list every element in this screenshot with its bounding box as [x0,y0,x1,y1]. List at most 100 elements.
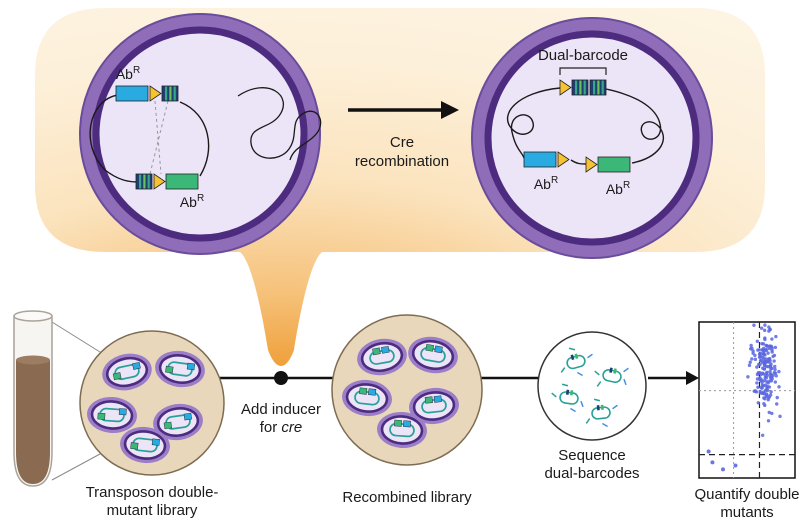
sequencing-read-dash [596,381,602,387]
mini-plasmid [421,398,447,414]
scatter-reference-lines [699,322,795,478]
scatter-point [761,384,766,388]
mini-plasmid [354,390,380,406]
scatter-outlier-point [733,463,738,468]
dish2-cells [342,336,459,449]
plasmid-loop [605,88,665,164]
cre-label-line1: Cre [390,134,414,151]
green-marker [393,419,402,427]
sequencing-read-dash [551,392,557,398]
scatter-point [772,353,777,358]
blue-marker [118,408,127,416]
blue-marker [151,438,160,446]
sequencing-read-dash [602,422,608,428]
scatter-point [774,374,778,378]
scatter-point [758,376,762,380]
scatter-point [748,347,753,351]
scatter-point [763,336,767,340]
blue-marker [434,345,443,354]
scatter-point [762,379,767,383]
scatter-point [777,385,781,389]
plasmid-loop [179,101,210,177]
barcode-plasmid [559,389,579,405]
green-marker [165,365,174,374]
sequencing-read-dash [570,407,576,413]
scatter-point [758,363,762,367]
plasmid-loop [89,94,139,183]
scatter-point [767,395,772,399]
scatter-point [761,366,765,370]
scatter-point [767,357,772,362]
blue-marker [381,345,390,354]
scatter-points [706,323,782,472]
scatter-point [756,401,760,405]
scatter-point [769,390,773,394]
step1-label-line1: Transposon double- [86,484,219,501]
scatter-point [764,394,768,399]
scatter-point [755,365,759,369]
step1-label-line2: mutant library [107,502,198,519]
scatter-point [753,357,758,362]
scatter-point [762,348,766,353]
abr-label: AbR [534,175,558,192]
scatter-point [773,367,777,372]
abr-label: AbR [116,65,140,82]
step3-label-line1: Sequence [558,447,626,464]
sequencing-read-dash [593,398,601,402]
sequence-circle-outline [537,331,647,441]
sequencing-read-dash [623,367,629,373]
green-marker [165,173,199,190]
scatter-point [770,350,774,354]
step4-label-line1: Quantify double [694,486,799,503]
dish-transposon-library [79,330,225,476]
scatter-point [762,396,766,400]
scatter-point [751,351,755,355]
scatter-point [764,357,768,361]
dual-barcode-bracket [559,67,607,75]
mini-plasmid [369,349,395,365]
mini-cell [377,411,427,449]
scatter-point [766,351,770,355]
recombination-dashed-line [154,100,162,175]
scatter-point [765,388,770,393]
final-arrow [648,371,699,385]
blue-marker [433,395,442,403]
mini-cell [342,379,392,417]
scatter-point [770,337,774,341]
step4-label-line2: mutants [720,504,773,521]
blue-marker [368,388,377,396]
scatter-point [777,369,781,374]
recombination-dashed-line [149,100,169,175]
scatter-outlier-point [721,467,725,472]
blue-marker [523,151,557,168]
green-marker [97,412,106,420]
scatter-point [755,372,760,377]
scatter-point [768,364,772,368]
scatter-point [772,359,776,363]
chromosome-tangle [237,87,322,161]
liquid-surface [16,355,50,365]
barcode-box [161,85,179,102]
arrow-head [686,371,699,385]
scatter-point [772,370,777,375]
scatter-point [768,344,773,348]
mini-cell [155,350,205,388]
scatter-point [770,411,774,416]
scatter-point [762,401,766,406]
scatter-point [778,414,782,419]
cre-label-line2: recombination [355,153,449,170]
scatter-point [773,345,778,350]
scatter-point [755,381,759,385]
scatter-outlier-point [710,460,715,465]
scatter-plot-frame [698,321,796,479]
scatter-point [756,385,760,389]
mini-cell [409,387,459,425]
green-marker [163,421,173,430]
scatter-point [773,364,777,369]
scatter-point [762,328,767,333]
sequencing-reads [551,347,629,428]
step3-label-line2: dual-barcodes [544,465,639,482]
scatter-plot [698,321,796,479]
